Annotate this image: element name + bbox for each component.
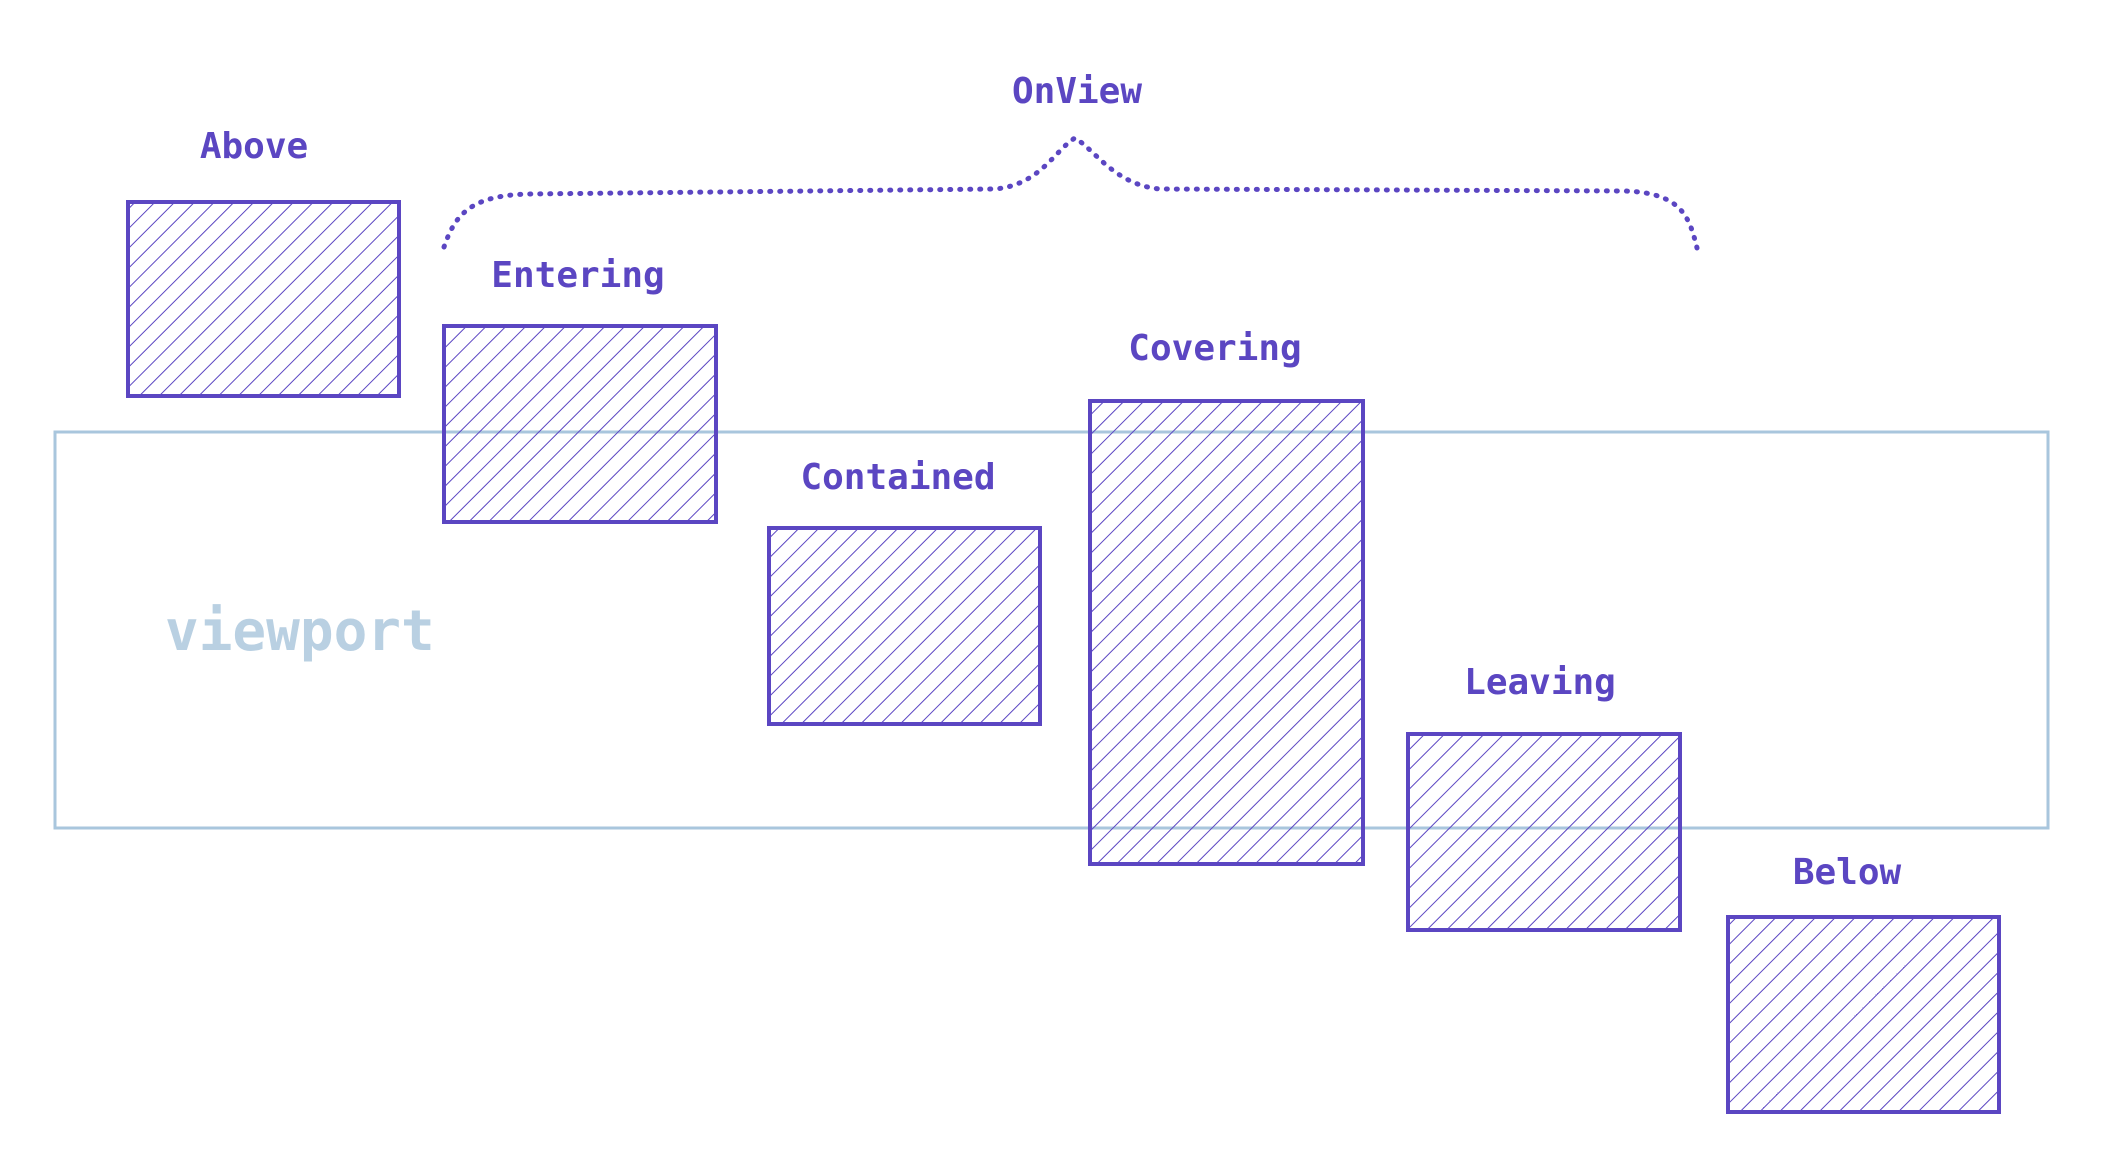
onview-brace [441,135,1701,255]
below-label: Below [1793,852,1902,893]
viewport-label: viewport [165,599,435,664]
above-box [126,200,401,398]
entering-box [442,324,718,524]
onview-label: OnView [1012,71,1142,112]
contained-box [767,526,1042,726]
leaving-box [1406,732,1682,932]
covering-box [1088,399,1365,866]
above-label: Above [200,126,308,167]
below-box [1726,915,2001,1114]
leaving-label: Leaving [1464,662,1616,703]
covering-label: Covering [1128,328,1301,369]
entering-label: Entering [491,255,664,296]
contained-label: Contained [800,457,995,498]
viewport-frame [53,430,2050,830]
